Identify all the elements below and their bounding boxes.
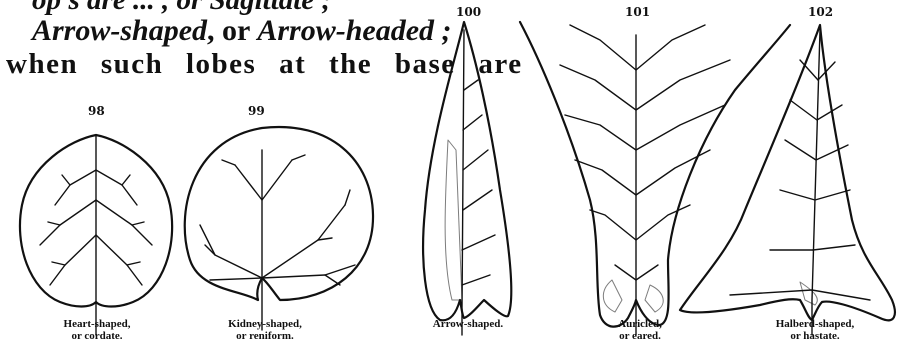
- caption-heart-shaped: Heart-shaped, or cordate.: [42, 318, 152, 342]
- caption-line-2: or eared.: [590, 330, 690, 342]
- caption-line-1: Arrow-shaped.: [418, 318, 518, 330]
- caption-kidney-shaped: Kidney-shaped, or reniform.: [205, 318, 325, 342]
- caption-line-1: Heart-shaped,: [42, 318, 152, 330]
- caption-line-2: or reniform.: [205, 330, 325, 342]
- caption-halberd-shaped: Halberd-shaped, or hastate.: [755, 318, 875, 342]
- caption-arrow-shaped: Arrow-shaped.: [418, 318, 518, 330]
- caption-line-1: Auricled,: [590, 318, 690, 330]
- caption-line-1: Halberd-shaped,: [755, 318, 875, 330]
- caption-line-1: Kidney-shaped,: [205, 318, 325, 330]
- caption-auricled: Auricled, or eared.: [590, 318, 690, 342]
- caption-line-2: or cordate.: [42, 330, 152, 342]
- caption-line-2: or hastate.: [755, 330, 875, 342]
